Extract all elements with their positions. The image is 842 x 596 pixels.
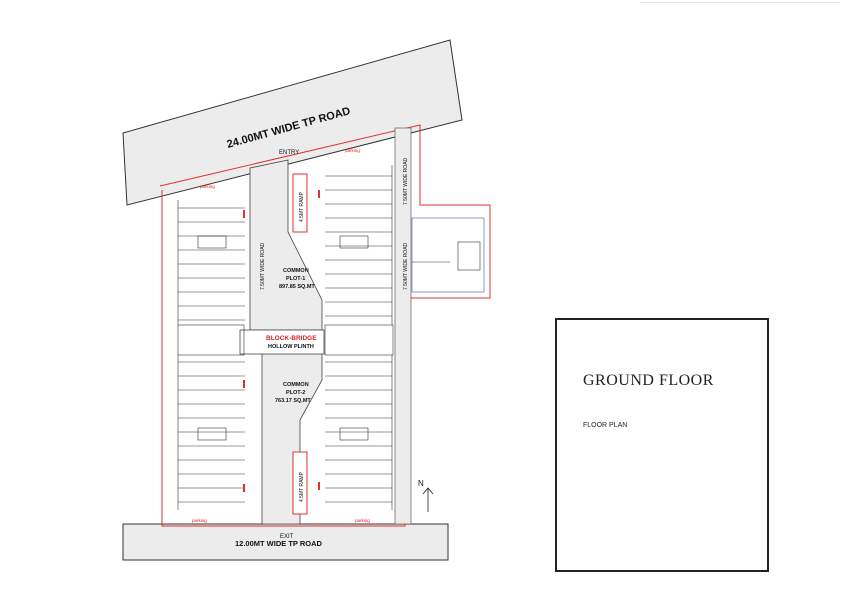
red-markers — [243, 190, 320, 492]
east-road — [394, 127, 412, 525]
common-plot-1-name2: PLOT-1 — [286, 276, 305, 282]
bottom-road-label: 12.00MT WIDE TP ROAD — [235, 539, 323, 548]
east-annex — [411, 217, 485, 293]
west-plots-north — [177, 200, 245, 325]
ramp-top — [292, 173, 308, 233]
entry-label: ENTRY — [279, 150, 299, 156]
edge-line — [640, 2, 840, 3]
parking-label-4: parking — [355, 518, 370, 523]
central-road-south — [261, 351, 323, 525]
common-plot-1-name: COMMON — [283, 268, 309, 274]
parking-label-2: parking — [345, 148, 360, 153]
road-label-central: 7.50MT WIDE ROAD — [260, 242, 266, 290]
ramp-top-label: 4.5MT RAMP — [299, 191, 305, 222]
common-plot-2-name2: PLOT-2 — [286, 390, 305, 396]
common-plot-2-name: COMMON — [283, 382, 309, 388]
title-block: GROUND FLOOR FLOOR PLAN — [555, 318, 769, 572]
common-plot-1-area: 897.85 SQ.MT — [279, 284, 315, 290]
site-boundary — [159, 124, 491, 527]
common-plot-2-area: 763.17 SQ.MT — [275, 398, 311, 404]
parking-label-3: parking — [192, 518, 207, 523]
ramp-bottom-label: 4.5MT RAMP — [299, 471, 305, 502]
parking-label-1: parking — [200, 184, 215, 189]
bridge-subtitle: HOLLOW PLINTH — [268, 344, 314, 350]
ramp-bottom — [292, 451, 308, 515]
east-plots-south — [325, 355, 393, 510]
road-label-east-1: 7.50MT WIDE ROAD — [403, 157, 409, 205]
exit-label: EXIT — [280, 534, 294, 540]
north-label: N — [418, 479, 424, 488]
block-bridge — [239, 329, 325, 355]
bridge-title: BLOCK-BRIDGE — [266, 335, 317, 342]
top-road — [122, 39, 463, 206]
north-arrow-icon — [422, 487, 434, 512]
bottom-road — [122, 523, 449, 561]
east-plots-north — [324, 165, 394, 356]
west-plots-south — [177, 324, 245, 510]
road-label-east-2: 7.50MT WIDE ROAD — [403, 242, 409, 290]
floor-title: GROUND FLOOR — [583, 372, 714, 389]
floor-subtitle: FLOOR PLAN — [583, 422, 628, 429]
